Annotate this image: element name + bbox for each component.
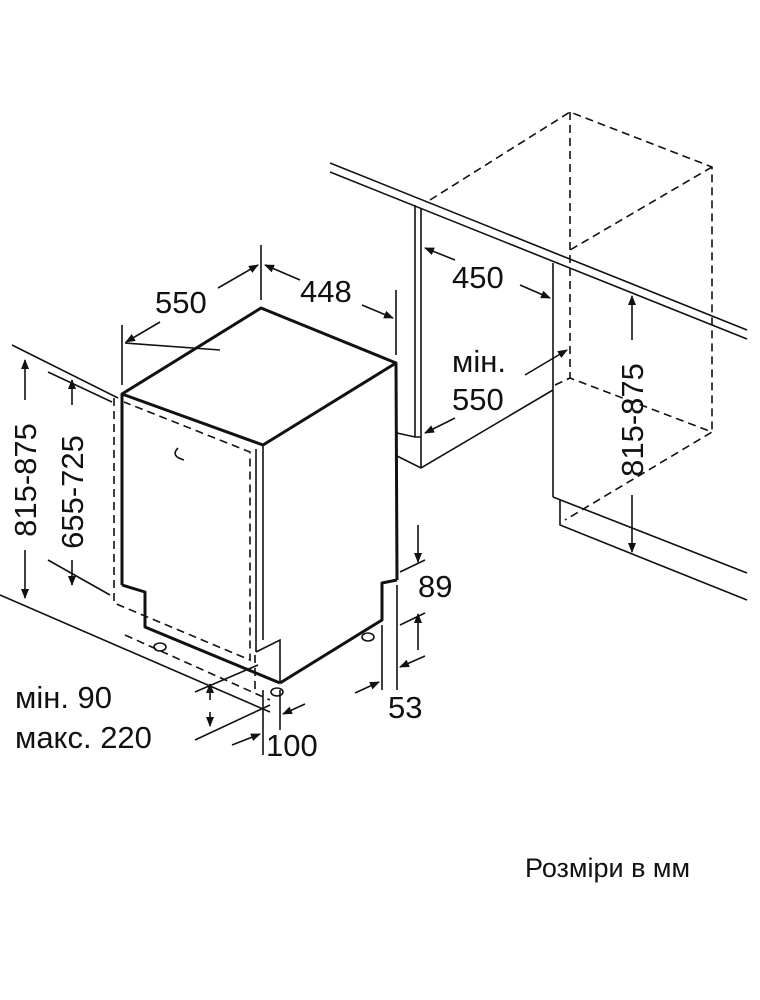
width-label: 448 bbox=[300, 274, 352, 309]
foot-offset-label: 100 bbox=[266, 728, 318, 763]
foot-icon bbox=[361, 632, 375, 642]
units-caption: Розміри в мм bbox=[525, 853, 690, 883]
depth-label: 550 bbox=[155, 285, 207, 320]
niche-cabinet bbox=[329, 111, 748, 601]
plinth-min-label: мін. 90 bbox=[15, 680, 112, 715]
niche-depth-min-label: мін. bbox=[452, 344, 506, 379]
niche-depth-label: 550 bbox=[452, 382, 504, 417]
dishwasher-body bbox=[113, 306, 399, 697]
door-handle-icon bbox=[174, 447, 185, 461]
total-height-label: 815-875 bbox=[8, 423, 43, 537]
plinth-max-label: макс. 220 bbox=[15, 720, 152, 755]
niche-height-label: 815-875 bbox=[615, 363, 650, 477]
foot-icon bbox=[270, 687, 284, 697]
foot-icon bbox=[153, 642, 167, 652]
plinth-bottom-label: 53 bbox=[388, 690, 422, 725]
door-height-label: 655-725 bbox=[55, 435, 90, 549]
plinth-top-label: 89 bbox=[418, 569, 452, 604]
niche-width-label: 450 bbox=[452, 260, 504, 295]
dimension-lines bbox=[0, 245, 426, 755]
